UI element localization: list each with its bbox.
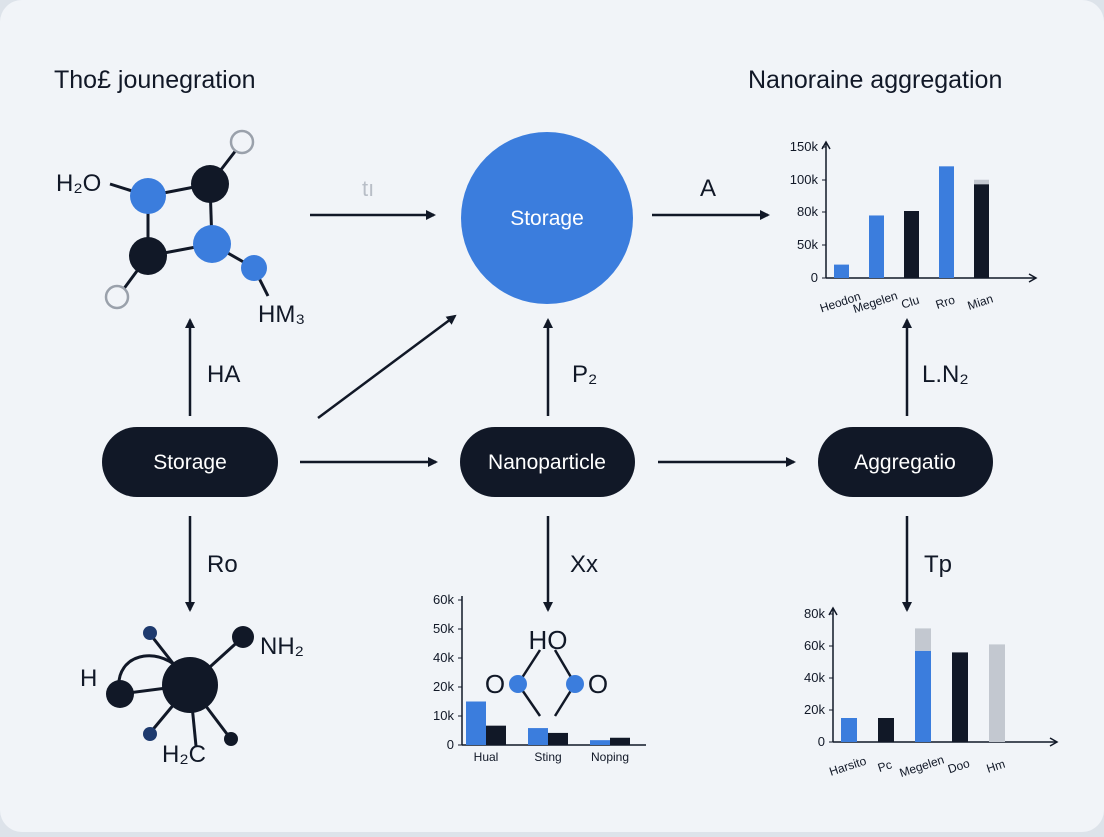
x-category-label: Harsito [828,754,869,779]
storage-node: Storage [102,427,278,497]
atom [104,284,130,310]
right-title: Nanoraine aggregation [748,66,1002,94]
y-tick-label: 10k [433,708,454,723]
x-category-label: Noping [591,750,629,764]
atom [106,680,134,708]
x-category-label: Rro [934,292,957,311]
bar [466,701,486,745]
bar [590,740,610,745]
bar [878,718,894,742]
y-tick-label: 100k [790,172,819,187]
y-tick-label: 40k [804,670,825,685]
y-tick-label: 20k [804,702,825,717]
h2c-label: H₂C [162,741,206,768]
bottom-left-molecule: NH₂ H H₂C [80,626,304,768]
atom [241,255,267,281]
edge-label-tp: Tp [924,551,952,578]
x-category-label: Doo [946,756,972,776]
aggregation-node: Aggregatio [818,427,993,497]
edge-label-ln2: L.N₂ [922,361,969,388]
y-tick-label: 0 [811,270,818,285]
x-category-label: Hual [474,750,499,764]
middle-molecule: HO O O [485,625,608,717]
y-tick-label: 20k [433,679,454,694]
x-axis-arrow [1049,737,1059,747]
bar [974,184,989,278]
storage-node-label: Storage [153,451,227,474]
atom [162,657,218,713]
edge-label-ha: HA [207,361,240,388]
x-category-label: Megelen [898,752,946,780]
bar [841,718,857,742]
y-tick-label: 50k [797,237,818,252]
atom [143,727,157,741]
storage-circle [461,132,633,304]
atom [193,225,231,263]
nanoparticle-node: Nanoparticle [460,427,635,497]
ho-label: HO [529,625,568,655]
atom [566,675,584,693]
bar [610,737,630,745]
bar [952,652,968,742]
x-axis-arrow [1028,273,1038,283]
atom [509,675,527,693]
atom [130,178,166,214]
aggregation-node-label: Aggregatio [854,451,956,474]
edge-label-p2: P₂ [572,361,597,388]
left-title: Tho£ jounegration [54,66,256,94]
hm3-label: HM₃ [258,301,305,328]
bar [974,179,989,185]
bar [486,725,506,745]
h2o-label: H₂O [56,170,101,197]
bar [904,211,919,278]
y-tick-label: 150k [790,139,819,154]
y-tick-label: 40k [433,650,454,665]
bar [528,728,548,745]
atom [232,626,254,648]
y-tick-label: 0 [818,734,825,749]
bar [915,650,931,742]
faint-label: tı [362,176,374,201]
y-tick-label: 60k [804,638,825,653]
atom [229,129,255,155]
o-right-label: O [588,669,608,699]
y-tick-label: 80k [804,606,825,621]
storage-circle-label: Storage [510,207,584,230]
y-tick-label: 60k [433,592,454,607]
atom [224,732,238,746]
bar [939,166,954,278]
x-category-label: Clu [900,293,921,312]
top-left-molecule: H₂O HM₃ [56,129,305,328]
edge-label-xx: Xx [570,551,598,578]
atom [143,626,157,640]
bar [989,644,1005,742]
bar [915,628,931,651]
h-label: H [80,665,97,692]
nanoparticle-node-label: Nanoparticle [488,451,606,474]
x-category-label: Pc [876,757,894,775]
atom [191,165,229,203]
arrows [185,210,912,612]
y-tick-label: 80k [797,204,818,219]
atom [129,237,167,275]
y-tick-label: 50k [433,621,454,636]
x-category-label: Sting [534,750,561,764]
x-category-label: Mian [966,292,995,313]
bar [548,732,568,745]
edge-label-a: A [700,175,716,202]
y-axis-arrow [828,606,838,616]
y-tick-label: 0 [447,737,454,752]
edge-label-ro: Ro [207,551,238,578]
o-left-label: O [485,669,505,699]
bar [869,215,884,278]
bar [834,264,849,278]
nh2-label: NH₂ [260,633,304,660]
x-category-label: Hm [985,757,1007,776]
